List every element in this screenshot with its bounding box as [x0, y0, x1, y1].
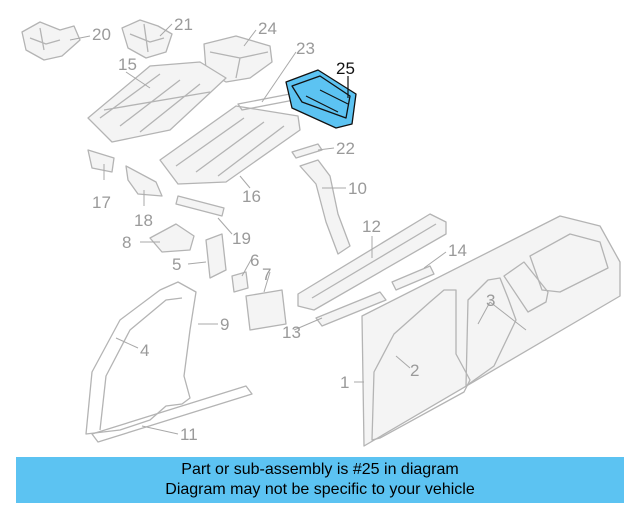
callout-25[interactable]: 25: [336, 59, 355, 78]
callout-numbers: 20 21 24 15 23 25 22 17 18 10 16 8 19 12…: [92, 15, 495, 444]
callout-23[interactable]: 23: [296, 39, 315, 58]
callout-5[interactable]: 5: [172, 255, 181, 274]
part-7[interactable]: [245, 289, 287, 331]
part-22[interactable]: [291, 143, 323, 159]
callout-11[interactable]: 11: [180, 425, 198, 444]
part-25-highlighted[interactable]: [285, 69, 357, 129]
part-18[interactable]: [125, 165, 163, 197]
callout-20[interactable]: 20: [92, 25, 111, 44]
callout-14[interactable]: 14: [448, 241, 467, 260]
part-10[interactable]: [299, 159, 351, 255]
callout-2[interactable]: 2: [410, 361, 419, 380]
part-5[interactable]: [205, 233, 227, 279]
callout-6[interactable]: 6: [250, 251, 259, 270]
callout-21[interactable]: 21: [174, 15, 193, 34]
callout-16[interactable]: 16: [242, 187, 261, 206]
callout-24[interactable]: 24: [258, 19, 277, 38]
parts-diagram: 20 21 24 15 23 25 22 17 18 10 16 8 19 12…: [21, 15, 621, 447]
callout-8[interactable]: 8: [122, 233, 131, 252]
part-4-9-11-side-frame[interactable]: [85, 281, 253, 443]
info-banner: Part or sub-assembly is #25 in diagram D…: [16, 457, 624, 503]
part-21[interactable]: [121, 19, 173, 59]
banner-line-2: Diagram may not be specific to your vehi…: [165, 481, 475, 498]
part-13[interactable]: [315, 291, 387, 327]
callout-4[interactable]: 4: [140, 341, 149, 360]
callout-13[interactable]: 13: [282, 323, 301, 342]
callout-7[interactable]: 7: [262, 265, 271, 284]
leader-lines: [69, 23, 527, 435]
callout-12[interactable]: 12: [362, 217, 381, 236]
banner-line-1: Part or sub-assembly is #25 in diagram: [181, 461, 459, 478]
part-1-2-3-body-side[interactable]: [361, 215, 621, 447]
part-16[interactable]: [159, 105, 301, 185]
callout-10[interactable]: 10: [348, 179, 367, 198]
part-17[interactable]: [87, 149, 115, 173]
part-15[interactable]: [87, 61, 227, 143]
callout-1[interactable]: 1: [340, 373, 349, 392]
callout-22[interactable]: 22: [336, 139, 355, 158]
part-19[interactable]: [175, 195, 225, 217]
callout-15[interactable]: 15: [118, 55, 137, 74]
part-12[interactable]: [297, 213, 447, 311]
part-8[interactable]: [149, 223, 195, 253]
part-20[interactable]: [21, 21, 81, 61]
callout-18[interactable]: 18: [134, 211, 153, 230]
part-6[interactable]: [231, 271, 249, 293]
callout-19[interactable]: 19: [232, 229, 251, 248]
part-14[interactable]: [391, 265, 435, 291]
callout-3[interactable]: 3: [486, 291, 495, 310]
callout-9[interactable]: 9: [220, 315, 229, 334]
callout-17[interactable]: 17: [92, 193, 111, 212]
